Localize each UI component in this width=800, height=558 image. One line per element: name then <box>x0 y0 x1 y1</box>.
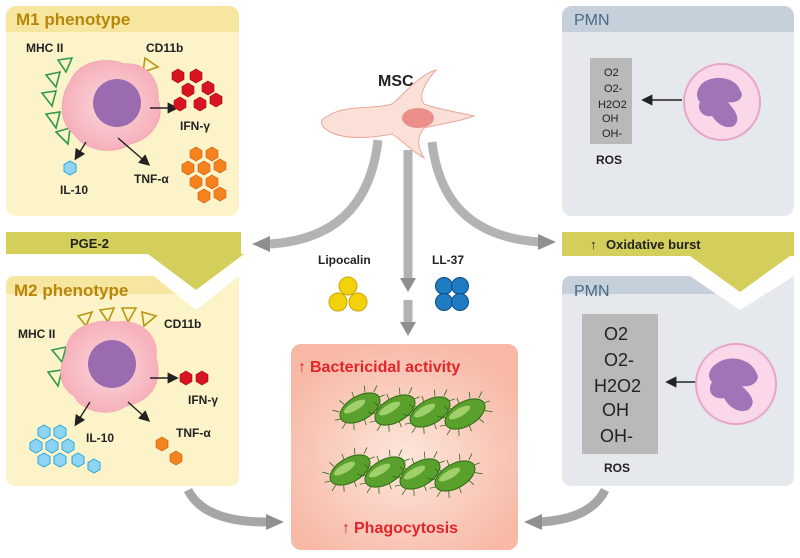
pmn-bottom-ros-3: OH <box>602 400 629 420</box>
m2-ifn-label: IFN-γ <box>188 393 218 407</box>
bactericidal-panel: ↑ Bactericidal activity ↑ Phagocytosis <box>291 344 518 550</box>
m1-cd11b-label: CD11b <box>146 41 183 55</box>
pmn-bottom-panel: PMN O2 O2- H2O2 OH OH- ROS <box>562 276 794 486</box>
msc-label: MSC <box>378 73 414 90</box>
pmn-top-nucleus <box>697 77 742 128</box>
msc-nucleus <box>402 108 434 128</box>
m1-mhc-receptors <box>40 57 74 146</box>
m2-mhc-label: MHC II <box>18 327 55 341</box>
m1-mhc-label: MHC II <box>26 41 63 55</box>
m1-ifn-label: IFN-γ <box>180 119 210 133</box>
pmn-top-ros-1: O2- <box>604 83 623 95</box>
ll37-molecule <box>435 277 469 311</box>
m1-il10-label: IL-10 <box>60 183 88 197</box>
pge2-label: PGE-2 <box>70 236 109 251</box>
lipocalin-molecule <box>328 276 368 312</box>
pmn-top-ros-4: OH- <box>602 128 623 140</box>
m2-nucleus <box>88 340 136 388</box>
up-arrow-icon: ↑ <box>590 237 597 252</box>
pmn-bottom-ros-0: O2 <box>604 324 628 344</box>
msc-arrowheads <box>252 234 556 336</box>
msc-arrows <box>269 139 541 324</box>
m1-tnf-label: TNF-α <box>134 172 169 186</box>
m1-title: M1 phenotype <box>16 10 130 29</box>
m2-title: M2 phenotype <box>14 281 128 300</box>
pmn-bottom-ros-box <box>582 314 658 454</box>
oxidative-burst-bar: ↑ Oxidative burst <box>562 232 794 292</box>
m2-tnf-label: TNF-α <box>176 426 211 440</box>
ll37-label: LL-37 <box>432 253 464 267</box>
pmn-bottom-ros-1: O2- <box>604 350 634 370</box>
m1-nucleus <box>93 79 141 127</box>
pmn-top-ros-2: H2O2 <box>598 99 627 111</box>
m2-cd11b-receptors <box>76 307 158 328</box>
bottom-arrows <box>183 487 610 527</box>
phagocytosis-label: Phagocytosis <box>354 520 458 537</box>
pmn-top-ros-label: ROS <box>596 153 622 167</box>
m1-phenotype-panel: M1 phenotype MHC II CD11b IFN-γ <box>6 6 239 216</box>
lipocalin-label: Lipocalin <box>318 253 371 267</box>
msc-cell <box>321 69 476 160</box>
up-arrow-icon: ↑ <box>342 520 350 537</box>
m2-cd11b-label: CD11b <box>164 317 201 331</box>
m1-cd11b-receptor <box>142 56 160 74</box>
m2-il10-label: IL-10 <box>86 431 114 445</box>
m2-mhc-receptors <box>46 345 68 388</box>
pmn-top-ros-0: O2 <box>604 67 619 79</box>
oxidative-label: Oxidative burst <box>606 237 701 252</box>
pmn-top-ros-box <box>590 58 632 144</box>
m2-phenotype-panel: M2 phenotype MHC II CD11b IFN-γ TNF-α <box>6 276 239 486</box>
up-arrow-icon: ↑ <box>298 359 306 376</box>
pmn-bottom-ros-4: OH- <box>600 426 633 446</box>
pmn-top-title: PMN <box>574 12 610 29</box>
pmn-bottom-title: PMN <box>574 283 610 300</box>
bactericidal-label: Bactericidal activity <box>310 359 460 376</box>
m1-il10-hex <box>63 160 77 176</box>
pge2-bar: PGE-2 <box>6 232 244 290</box>
pmn-bottom-ros-2: H2O2 <box>594 376 641 396</box>
pmn-top-ros-3: OH <box>602 113 619 125</box>
pmn-bottom-ros-label: ROS <box>604 461 630 475</box>
bottom-arrowheads <box>266 514 542 530</box>
pmn-top-panel: PMN O2 O2- H2O2 OH OH- ROS <box>562 6 794 216</box>
pmn-bottom-nucleus <box>709 358 758 412</box>
